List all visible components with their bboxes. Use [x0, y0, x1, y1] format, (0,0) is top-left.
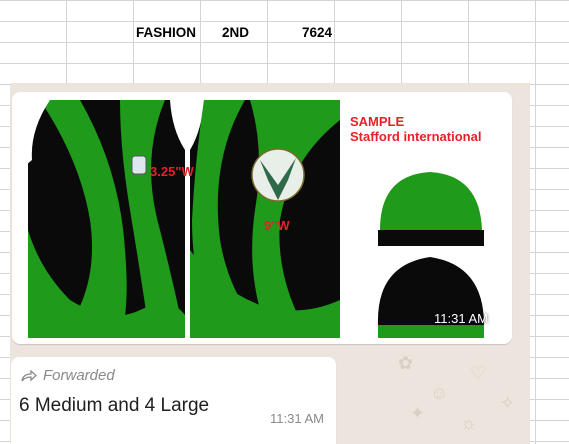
doodle-icon: ♡	[470, 363, 487, 383]
forwarded-label: Forwarded	[43, 367, 115, 384]
sample-label: SAMPLE	[350, 114, 405, 129]
doodle-icon: ✦	[410, 403, 426, 423]
logo-width-label: 3.25"W	[150, 164, 194, 179]
spreadsheet-header-row: FASHION 2ND 7624	[0, 22, 569, 43]
text-message-bubble[interactable]: Forwarded 6 Medium and 4 Large 11:31 AM	[11, 357, 336, 444]
jersey-front-panel	[190, 100, 350, 338]
doodle-icon: ☼	[460, 413, 477, 433]
cell-category[interactable]: FASHION	[136, 25, 197, 40]
doodle-icon: ☺	[430, 383, 449, 403]
forward-arrow-icon	[21, 369, 37, 381]
sleeve-bottom	[377, 257, 484, 338]
doodle-icon: ✿	[398, 353, 414, 373]
text-message-time: 11:31 AM	[270, 411, 324, 426]
cell-code[interactable]: 7624	[302, 25, 333, 40]
image-message-bubble[interactable]: SAMPLE Stafford international 3.25"W 9"W…	[12, 92, 512, 344]
image-message-time: 11:31 AM	[434, 311, 488, 326]
jersey-back-panel	[20, 100, 185, 338]
jersey-sample-image[interactable]: SAMPLE Stafford international 3.25"W 9"W…	[20, 100, 500, 338]
doodle-icon: ✧	[500, 393, 516, 413]
message-text: 6 Medium and 4 Large	[19, 395, 210, 416]
small-logo	[131, 155, 147, 175]
sample-label-block: SAMPLE Stafford international	[350, 114, 481, 144]
forwarded-indicator: Forwarded	[21, 367, 115, 384]
sleeve-top	[378, 172, 484, 246]
jersey-layout-graphic	[20, 100, 484, 338]
company-label: Stafford international	[350, 129, 482, 144]
chest-width-label: 9"W	[264, 218, 290, 233]
cell-grade[interactable]: 2ND	[222, 25, 250, 40]
